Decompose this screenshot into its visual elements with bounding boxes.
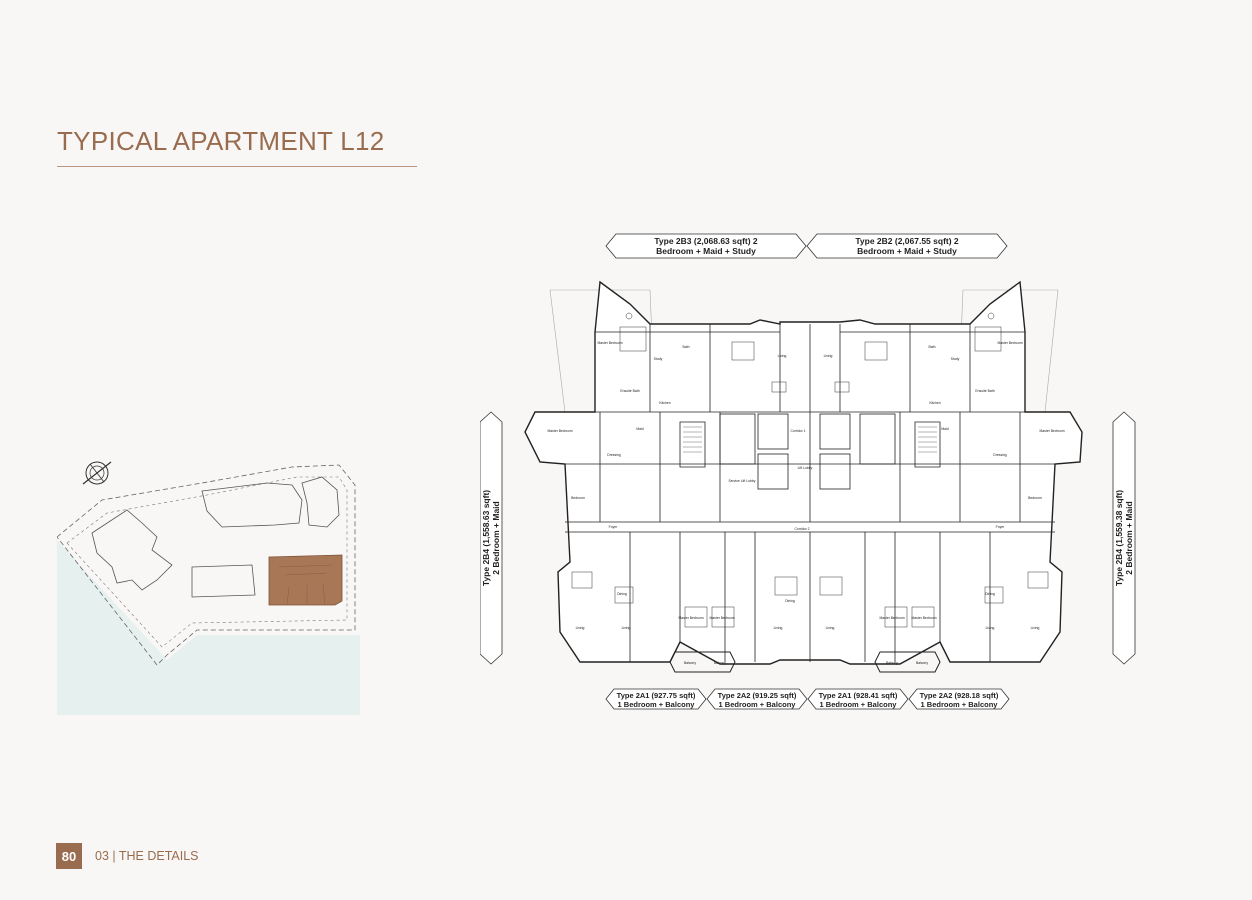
svg-text:Maid: Maid bbox=[636, 427, 643, 431]
svg-text:Dining: Dining bbox=[985, 592, 995, 596]
svg-text:Master Bedroom: Master Bedroom bbox=[597, 341, 622, 345]
tag-2b4-right: Type 2B4 (1,559.38 sqft) 2 Bedroom + Mai… bbox=[1112, 411, 1136, 665]
svg-text:2 Bedroom + Maid: 2 Bedroom + Maid bbox=[1124, 501, 1134, 574]
svg-text:Foyer: Foyer bbox=[996, 525, 1006, 529]
svg-text:Master Bedroom: Master Bedroom bbox=[547, 429, 572, 433]
svg-text:Maid: Maid bbox=[941, 427, 948, 431]
site-key-plan bbox=[57, 455, 360, 715]
water-area bbox=[57, 540, 360, 715]
svg-text:Living: Living bbox=[824, 354, 833, 358]
svg-text:Type 2B4 (1,559.38 sqft): Type 2B4 (1,559.38 sqft) bbox=[1114, 490, 1124, 586]
tag-2b4-left: Type 2B4 (1,558.63 sqft) 2 Bedroom + Mai… bbox=[480, 411, 503, 665]
tag-2a2-a: Type 2A2 (919.25 sqft) 1 Bedroom + Balco… bbox=[706, 688, 808, 710]
svg-text:Dining: Dining bbox=[617, 592, 627, 596]
svg-text:Corridor 1: Corridor 1 bbox=[790, 429, 805, 433]
svg-text:Kitchen: Kitchen bbox=[929, 401, 940, 405]
svg-text:Type 2A2 (928.18 sqft): Type 2A2 (928.18 sqft) bbox=[920, 691, 999, 700]
floor-plan: Type 2B3 (2,068.63 sqft) 2 Bedroom + Mai… bbox=[480, 233, 1136, 710]
svg-text:Dining: Dining bbox=[785, 599, 795, 603]
svg-text:Kitchen: Kitchen bbox=[659, 401, 670, 405]
svg-text:Living: Living bbox=[576, 626, 585, 630]
svg-text:Type 2B3 (2,068.63 sqft) 2: Type 2B3 (2,068.63 sqft) 2 bbox=[654, 236, 758, 246]
page-title: TYPICAL APARTMENT L12 bbox=[57, 126, 385, 156]
svg-text:Balcony: Balcony bbox=[684, 661, 696, 665]
highlighted-building bbox=[268, 554, 343, 606]
svg-text:Master Bedroom: Master Bedroom bbox=[678, 616, 703, 620]
svg-text:Bath: Bath bbox=[683, 345, 690, 349]
tag-2b3: Type 2B3 (2,068.63 sqft) 2 Bedroom + Mai… bbox=[605, 233, 807, 259]
svg-text:Bedroom + Maid + Study: Bedroom + Maid + Study bbox=[656, 246, 756, 256]
site-boundary bbox=[57, 464, 356, 666]
svg-text:Master Bedroom: Master Bedroom bbox=[911, 616, 936, 620]
svg-text:Master Bedroom: Master Bedroom bbox=[709, 616, 734, 620]
tag-2a1-a: Type 2A1 (927.75 sqft) 1 Bedroom + Balco… bbox=[605, 688, 707, 710]
tag-2a1-b: Type 2A1 (928.41 sqft) 1 Bedroom + Balco… bbox=[807, 688, 909, 710]
svg-text:Corridor 2: Corridor 2 bbox=[794, 527, 809, 531]
svg-text:Ensuite Bath: Ensuite Bath bbox=[620, 389, 639, 393]
svg-text:1 Bedroom + Balcony: 1 Bedroom + Balcony bbox=[618, 700, 696, 709]
svg-text:Bedroom + Maid + Study: Bedroom + Maid + Study bbox=[857, 246, 957, 256]
svg-text:Living: Living bbox=[826, 626, 835, 630]
svg-text:Balcony: Balcony bbox=[714, 661, 726, 665]
svg-text:1 Bedroom + Balcony: 1 Bedroom + Balcony bbox=[719, 700, 797, 709]
svg-text:Type 2A1 (928.41 sqft): Type 2A1 (928.41 sqft) bbox=[819, 691, 898, 700]
svg-text:Bath: Bath bbox=[929, 345, 936, 349]
svg-text:1 Bedroom + Balcony: 1 Bedroom + Balcony bbox=[921, 700, 999, 709]
svg-text:Master Bedroom: Master Bedroom bbox=[879, 616, 904, 620]
svg-text:Dressing: Dressing bbox=[607, 453, 620, 457]
page-number: 80 bbox=[56, 843, 82, 869]
tag-2a2-b: Type 2A2 (928.18 sqft) 1 Bedroom + Balco… bbox=[908, 688, 1010, 710]
svg-text:Bedroom: Bedroom bbox=[1028, 496, 1042, 500]
svg-text:Ensuite Bath: Ensuite Bath bbox=[975, 389, 994, 393]
svg-text:Living: Living bbox=[622, 626, 631, 630]
svg-text:Balcony: Balcony bbox=[886, 661, 898, 665]
tag-2b2: Type 2B2 (2,067.55 sqft) 2 Bedroom + Mai… bbox=[806, 233, 1008, 259]
section-label: 03 | THE DETAILS bbox=[95, 849, 199, 863]
svg-text:Master Bedroom: Master Bedroom bbox=[1039, 429, 1064, 433]
svg-text:Living: Living bbox=[778, 354, 787, 358]
svg-text:Study: Study bbox=[654, 357, 663, 361]
svg-text:Foyer: Foyer bbox=[609, 525, 619, 529]
svg-text:Living: Living bbox=[774, 626, 783, 630]
north-arrow-icon bbox=[82, 461, 112, 485]
svg-text:1 Bedroom + Balcony: 1 Bedroom + Balcony bbox=[820, 700, 898, 709]
svg-text:Bedroom: Bedroom bbox=[571, 496, 585, 500]
svg-text:Master Bedroom: Master Bedroom bbox=[997, 341, 1022, 345]
building-outline bbox=[524, 280, 1083, 665]
svg-text:Living: Living bbox=[986, 626, 995, 630]
svg-text:Service Lift Lobby: Service Lift Lobby bbox=[729, 479, 756, 483]
svg-text:Type 2A1 (927.75 sqft): Type 2A1 (927.75 sqft) bbox=[617, 691, 696, 700]
svg-text:Type 2B4 (1,558.63 sqft): Type 2B4 (1,558.63 sqft) bbox=[481, 490, 491, 586]
svg-text:Type 2B2 (2,067.55 sqft) 2: Type 2B2 (2,067.55 sqft) 2 bbox=[855, 236, 959, 246]
svg-text:Study: Study bbox=[951, 357, 960, 361]
svg-text:Lift Lobby: Lift Lobby bbox=[798, 466, 813, 470]
svg-text:Dressing: Dressing bbox=[993, 453, 1006, 457]
svg-text:2 Bedroom + Maid: 2 Bedroom + Maid bbox=[491, 501, 501, 574]
svg-text:Type 2A2 (919.25 sqft): Type 2A2 (919.25 sqft) bbox=[718, 691, 797, 700]
svg-text:Balcony: Balcony bbox=[916, 661, 928, 665]
title-divider bbox=[57, 166, 417, 167]
svg-text:Living: Living bbox=[1031, 626, 1040, 630]
